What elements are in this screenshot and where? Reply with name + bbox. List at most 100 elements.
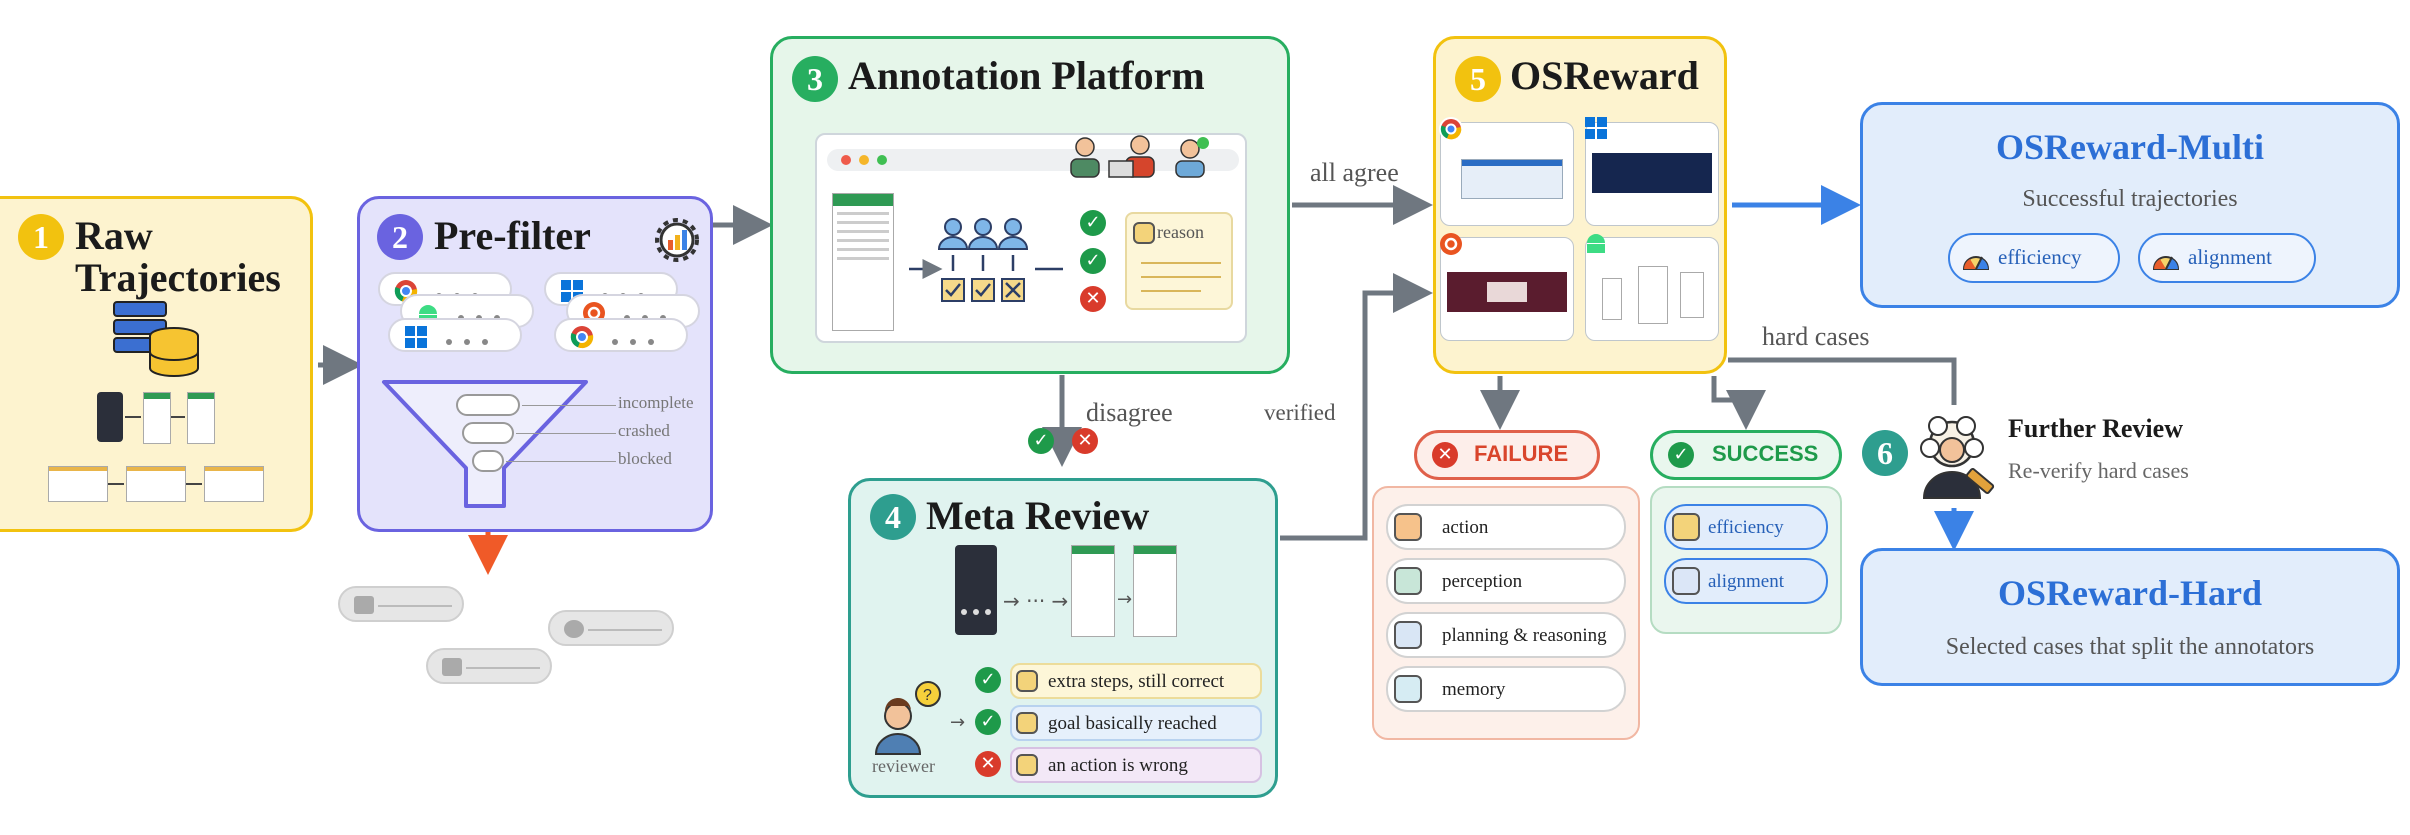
success-label: SUCCESS: [1712, 441, 1819, 466]
failure-item-planning: planning & reasoning: [1386, 612, 1626, 658]
edge-label-hard-cases: hard cases: [1762, 322, 1870, 351]
multi-tag-alignment-label: alignment: [2188, 245, 2272, 269]
reason-label: reason: [1157, 222, 1204, 242]
step-badge-6: 6: [1862, 430, 1908, 476]
filter-item-incomplete-icon: [456, 394, 520, 416]
note-icon: [1016, 670, 1038, 692]
hand-pointer-icon: [1394, 513, 1422, 541]
meta-note-goal-reached: goal basically reached: [1010, 705, 1262, 741]
meta-note-extra-steps: extra steps, still correct: [1010, 663, 1262, 699]
osreward-multi-title: OSReward-Multi: [1996, 127, 2264, 167]
discarded-trajectory: [338, 586, 464, 622]
note-icon: [1133, 222, 1155, 244]
failure-item-memory: memory: [1386, 666, 1626, 712]
multi-tag-alignment: alignment: [2138, 233, 2316, 283]
eye-scan-icon: [1394, 567, 1422, 595]
planning-board-icon: [1394, 621, 1422, 649]
discarded-trajectory: [548, 610, 674, 646]
failure-item-action: action: [1386, 504, 1626, 550]
edge-label-all-agree: all agree: [1310, 158, 1399, 187]
multi-tag-efficiency-label: efficiency: [1998, 245, 2082, 269]
chrome-icon: [570, 326, 594, 349]
discarded-trajectory: [426, 648, 552, 684]
note-check-icon: ✓: [975, 709, 1001, 735]
screenshot-ubuntu: [1440, 237, 1574, 341]
filter-label-blocked: blocked: [618, 449, 672, 468]
edge-label-verified: verified: [1264, 400, 1336, 425]
review-arrow: →: [950, 712, 966, 733]
note-icon: [1016, 712, 1038, 734]
filter-label-crashed: crashed: [618, 421, 670, 440]
windows-icon: [405, 326, 427, 348]
svg-text:?: ?: [923, 687, 932, 704]
meta-trajectory-thumbnails: → ··· → →: [955, 545, 1177, 637]
filter-label-incomplete: incomplete: [618, 393, 694, 412]
step-badge-5: 5: [1455, 56, 1501, 102]
failure-label: FAILURE: [1474, 441, 1569, 466]
judge-avatar-icon: [1920, 416, 1995, 499]
android-icon: [1587, 234, 1605, 253]
arrow-verified: [1280, 273, 1433, 541]
step-badge-1: 1: [18, 214, 64, 260]
gear-chart-icon: [655, 218, 699, 262]
osreward-hard-title: OSReward-Hard: [1998, 573, 2262, 613]
failure-header: [1414, 430, 1600, 480]
leader-line: [522, 405, 616, 406]
filter-funnel: [382, 380, 588, 508]
disagree-cross-icon: ✕: [1072, 428, 1098, 454]
phone-screenshot: [832, 193, 894, 331]
screenshot-chrome: [1440, 122, 1574, 226]
meta-note-action-wrong: an action is wrong: [1010, 747, 1262, 783]
reviewer-label: reviewer: [872, 756, 935, 776]
edge-label-disagree: disagree: [1086, 398, 1173, 427]
chrome-icon: [1439, 117, 1463, 141]
prefilter-title: Pre-filter: [434, 213, 591, 258]
raw-title-line2: Trajectories: [75, 255, 281, 300]
chrome-icon: [394, 280, 418, 303]
osreward-multi-subtitle: Successful trajectories: [2022, 186, 2238, 212]
reason-note: reason: [1125, 212, 1233, 310]
osreward-hard-subtitle: Selected cases that split the annotators: [1945, 634, 2315, 660]
os-pill-windows-1: [388, 318, 522, 352]
gauge-icon: [2152, 256, 2180, 270]
os-pill-chrome-2: [554, 318, 688, 352]
note-check-icon: ✓: [975, 667, 1001, 693]
ubuntu-icon: [1440, 233, 1462, 255]
raw-title-line1: Raw: [75, 213, 153, 258]
step-badge-4: 4: [870, 494, 916, 540]
desktop-trajectory-thumbnail: [48, 466, 264, 502]
leader-line: [506, 461, 616, 462]
screenshot-windows: [1585, 122, 1719, 226]
arrow-hard-cases: [1728, 357, 1957, 405]
further-review-title: Further Review: [2008, 414, 2183, 443]
osreward-hard-panel: [1860, 548, 2400, 686]
vote-check-icon: ✓: [1080, 248, 1106, 274]
annotators-icon: [1070, 135, 1209, 178]
further-review-subtitle: Re-verify hard cases: [2008, 458, 2189, 483]
voting-annotators-icon: [909, 218, 1063, 302]
success-check-icon: ✓: [1668, 442, 1694, 468]
phone-trajectory-thumbnail: [97, 392, 215, 444]
screenshot-android: [1585, 237, 1719, 341]
filter-item-crashed-icon: [462, 422, 514, 444]
annotation-title: Annotation Platform: [848, 53, 1205, 98]
step-badge-3: 3: [792, 56, 838, 102]
failure-item-perception: perception: [1386, 558, 1626, 604]
filter-item-blocked-icon: [472, 450, 504, 472]
osreward-title: OSReward: [1510, 53, 1699, 98]
leader-line: [516, 433, 616, 434]
vote-check-icon: ✓: [1080, 210, 1106, 236]
multi-tag-efficiency: efficiency: [1948, 233, 2120, 283]
alignment-note-icon: [1672, 567, 1700, 595]
gauge-icon: [1962, 256, 1990, 270]
meta-review-panel: [848, 478, 1278, 798]
vote-cross-icon: ✕: [1080, 286, 1106, 312]
step-badge-2: 2: [377, 214, 423, 260]
windows-icon: [1585, 117, 1607, 139]
note-icon: [1016, 754, 1038, 776]
disagree-check-icon: ✓: [1028, 428, 1054, 454]
memory-icon: [1394, 675, 1422, 703]
meta-review-title: Meta Review: [926, 493, 1150, 538]
note-cross-icon: ✕: [975, 751, 1001, 777]
